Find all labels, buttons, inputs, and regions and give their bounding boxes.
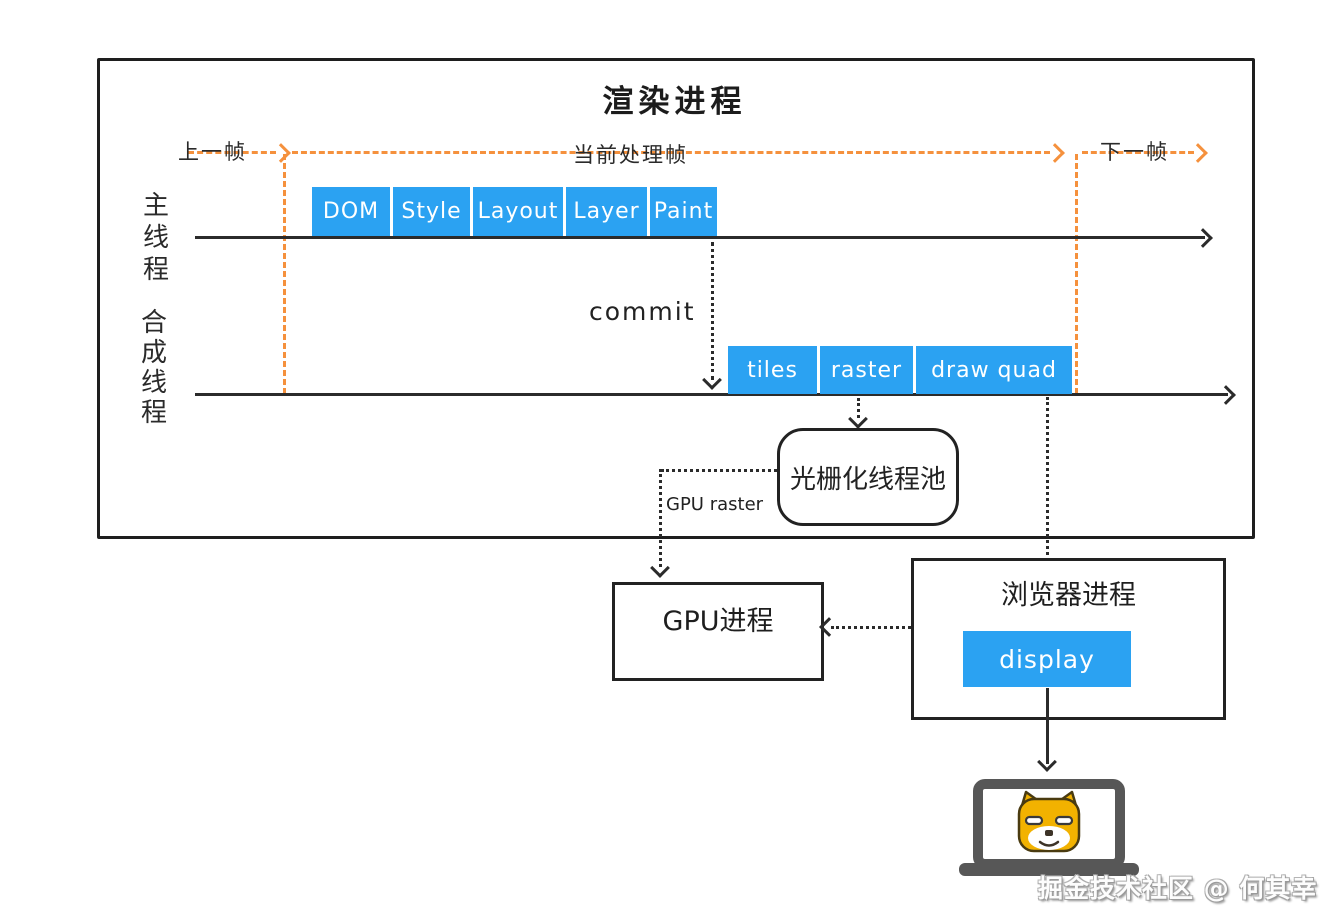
current-frame-dash-line bbox=[292, 151, 1050, 154]
stage-draw-quad: draw quad bbox=[916, 346, 1072, 394]
gpu-process-title: GPU进程 bbox=[662, 606, 774, 637]
prev-frame-dash-line bbox=[188, 151, 276, 154]
stage-layer: Layer bbox=[566, 187, 647, 236]
commit-label: commit bbox=[589, 297, 696, 326]
drawquad-to-display-line bbox=[1046, 397, 1049, 615]
frame-boundary-left bbox=[283, 154, 286, 394]
stage-tiles: tiles bbox=[728, 346, 817, 394]
stage-raster: raster bbox=[820, 346, 913, 394]
stage-style: Style bbox=[393, 187, 470, 236]
watermark: 掘金技术社区 @ 何其幸 bbox=[1038, 874, 1318, 903]
browser-to-gpu-line bbox=[831, 626, 911, 629]
laptop-icon bbox=[959, 779, 1139, 876]
stage-dom: DOM bbox=[312, 187, 390, 236]
compositor-timeline bbox=[195, 393, 1228, 396]
prev-frame-label: 上一帧 bbox=[178, 140, 247, 164]
stage-layout: Layout bbox=[473, 187, 563, 236]
gpu-raster-label: GPU raster bbox=[666, 494, 764, 515]
main-thread-timeline bbox=[195, 236, 1205, 239]
commit-arrow-line bbox=[711, 242, 714, 380]
gpu-raster-arrow-icon bbox=[650, 558, 670, 578]
compositor-thread-label: 合成线程 bbox=[140, 308, 167, 428]
browser-process-title: 浏览器进程 bbox=[1001, 580, 1136, 611]
current-frame-label: 当前处理帧 bbox=[573, 143, 688, 167]
stage-paint: Paint bbox=[650, 187, 717, 236]
shiba-dog-icon bbox=[1017, 790, 1081, 853]
gpu-raster-line-v bbox=[659, 469, 662, 567]
next-frame-dash-line bbox=[1082, 151, 1194, 154]
main-thread-label: 主线程 bbox=[142, 191, 169, 285]
diagram-title: 渲染进程 bbox=[602, 84, 747, 120]
gpu-raster-line-h bbox=[661, 469, 777, 472]
raster-pool-node: 光栅化线程池 bbox=[777, 428, 959, 526]
display-box: display bbox=[963, 631, 1131, 687]
laptop-base bbox=[959, 863, 1139, 876]
display-to-screen-line bbox=[1046, 688, 1049, 764]
frame-boundary-right bbox=[1075, 154, 1078, 394]
display-to-screen-arrow-icon bbox=[1037, 752, 1057, 772]
next-frame-label: 下一帧 bbox=[1100, 140, 1169, 164]
gpu-process-box: GPU进程 bbox=[612, 582, 824, 681]
raster-to-pool-line bbox=[857, 398, 860, 418]
render-process-box bbox=[97, 58, 1255, 539]
